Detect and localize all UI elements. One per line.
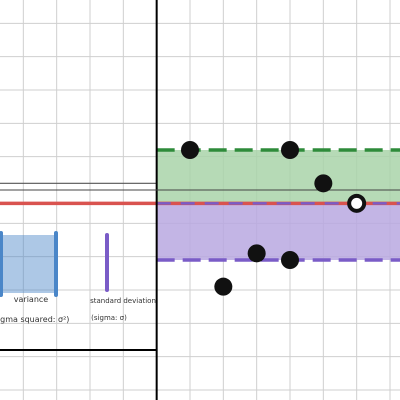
data-point <box>314 174 333 193</box>
variance-label: variance <box>14 295 49 304</box>
std-formula: (sigma: σ) <box>91 314 127 322</box>
highlighted-data-point <box>347 193 367 213</box>
data-points <box>181 141 367 296</box>
data-point <box>214 277 233 296</box>
data-point <box>247 244 266 263</box>
bands <box>156 148 400 262</box>
legend: variance (sigma squared: σ²) standard de… <box>0 231 156 324</box>
variance-band-fill <box>156 203 400 260</box>
std-label: standard deviation <box>90 297 156 305</box>
data-point <box>281 251 299 269</box>
data-point <box>181 141 199 159</box>
variance-formula: (sigma squared: σ²) <box>0 315 69 324</box>
variance-swatch-fill <box>0 235 56 293</box>
data-point <box>281 141 299 159</box>
